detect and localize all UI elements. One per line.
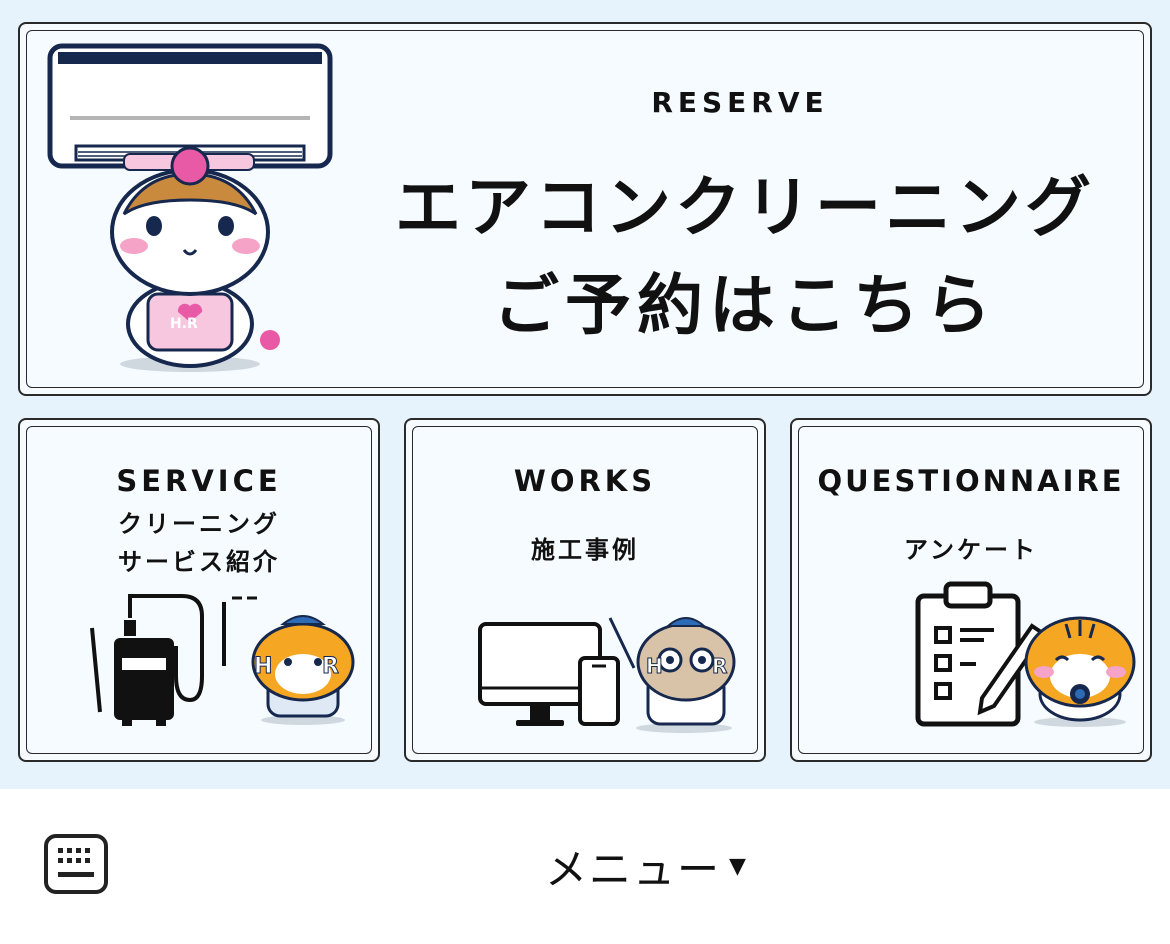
- service-card[interactable]: SERVICE クリーニング サービス紹介 H R: [18, 418, 380, 762]
- hamster-thinking-icon: [1024, 616, 1136, 727]
- reserve-title-en: RESERVE: [651, 86, 829, 119]
- mascot-badge-left: H: [253, 654, 273, 680]
- hamster-worker-icon: [251, 615, 355, 725]
- computer-devices-icon: [478, 622, 620, 726]
- mascot-badge-right: R: [711, 654, 728, 679]
- menu-label: メニュー: [545, 844, 722, 894]
- works-title-en: WORKS: [513, 464, 657, 498]
- triangle-down-icon: ▼: [729, 853, 746, 879]
- works-card-frame: [412, 426, 758, 754]
- bottom-bar: [0, 789, 1170, 944]
- menu-toggle-button[interactable]: メニュー ▼: [545, 836, 746, 896]
- rich-menu: H.R RESERVE エアコンクリーニング ご予約はこちら SERVICE ク…: [0, 0, 1170, 789]
- clipboard-checklist-icon: [915, 581, 1047, 727]
- mascot-badge: H.R: [170, 316, 198, 332]
- cleaning-machine-icon: [90, 594, 262, 726]
- reserve-title-jp-line1: エアコンクリーニング: [395, 169, 1095, 246]
- works-title-jp: 施工事例: [531, 536, 639, 564]
- service-title-en: SERVICE: [116, 464, 282, 498]
- service-title-jp-line2: サービス紹介: [118, 548, 280, 576]
- service-card-frame: [26, 426, 372, 754]
- mascot-badge-left: H: [646, 654, 664, 679]
- hamster-mascot-icon: [110, 146, 280, 372]
- service-title-jp-line1: クリーニング: [118, 510, 280, 538]
- keyboard-icon[interactable]: [44, 834, 108, 894]
- works-card[interactable]: WORKS 施工事例 H R: [404, 418, 766, 762]
- mascot-badge-right: R: [322, 654, 340, 680]
- hamster-professor-icon: [608, 617, 736, 733]
- reserve-title-jp-line2: ご予約はこちら: [493, 267, 997, 344]
- questionnaire-title-en: QUESTIONNAIRE: [817, 464, 1125, 498]
- questionnaire-title-jp: アンケート: [903, 536, 1039, 564]
- questionnaire-card-frame: [798, 426, 1144, 754]
- reserve-card[interactable]: H.R RESERVE エアコンクリーニング ご予約はこちら: [18, 22, 1152, 396]
- questionnaire-card[interactable]: QUESTIONNAIRE アンケート: [790, 418, 1152, 762]
- reserve-card-frame: [26, 30, 1144, 388]
